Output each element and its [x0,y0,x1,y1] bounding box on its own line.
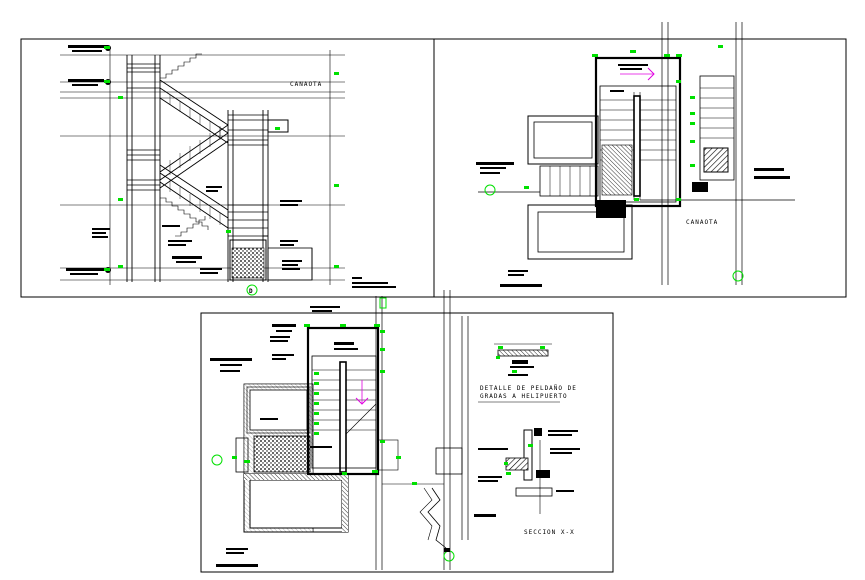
stair-upper-plan-panel: CANAOTA [433,22,847,298]
circle-D-icon [246,284,258,296]
canopy-label-elevation: CANAOTA [290,81,322,88]
stair-elevation-panel: CANAOTA D [20,38,435,298]
canopy-label-plan: CANAOTA [686,219,718,226]
tread-detail-title-2: GRADAS A HELIPUERTO [480,393,568,400]
section-detail: SECCION X-X [474,428,580,536]
section-marker-letter: D [249,288,253,295]
tread-detail-title-1: DETALLE DE PELDAÑO DE [480,385,577,392]
section-title: SECCION X-X [524,529,575,536]
tread-detail: DETALLE DE PELDAÑO DE GRADAS A HELIPUERT… [478,343,577,403]
stair-lower-plan-panel: DETALLE DE PELDAÑO DE GRADAS A HELIPUERT… [200,290,614,573]
